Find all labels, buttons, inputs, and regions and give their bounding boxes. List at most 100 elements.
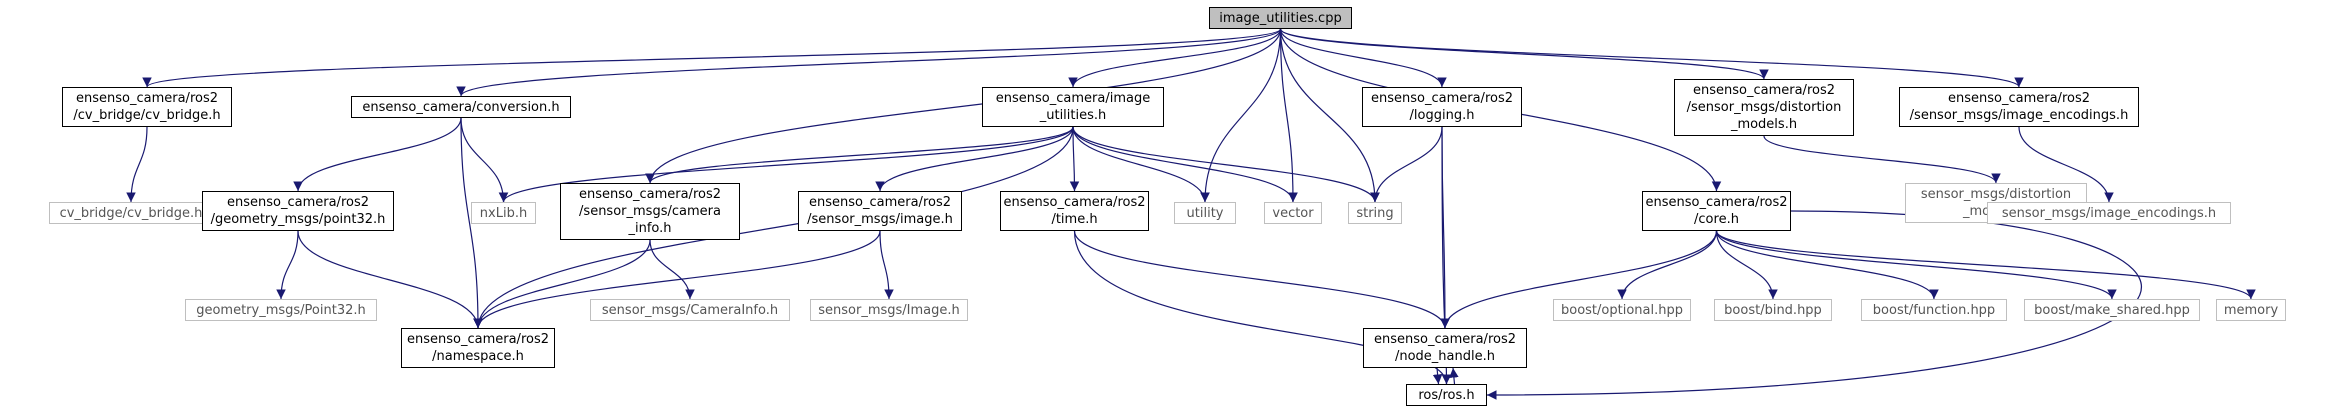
node-label-line: ensenso_camera/ros2 [809,195,951,210]
node-label-line: _info.h [628,221,672,236]
edge-image-utilities-cpp-to-cv-bridge-h [142,28,1282,88]
edge-image-utilities-h-to-vector [1072,126,1298,203]
node-label-line: ensenso_camera/ros2 [579,187,721,202]
node-label-line: geometry_msgs/Point32.h [196,302,366,318]
edge-core-h-to-boost-function [1715,230,1939,300]
edge-image-utilities-h-to-camera-info-h [645,126,1074,184]
node-label-line: boost/optional.hpp [1561,302,1683,318]
node-core-h[interactable]: ensenso_camera/ros2/core.h [1642,191,1791,231]
node-ext-image: sensor_msgs/Image.h [810,299,968,321]
node-label-line: /logging.h [1409,108,1475,123]
node-label-line: ensenso_camera/ros2 [407,332,549,347]
edge-image-utilities-cpp-to-camera-info-h [645,28,1282,184]
node-label-line: _models.h [1730,117,1798,132]
node-image-utilities-cpp[interactable]: image_utilities.cpp [1209,7,1352,29]
edge-image-utilities-cpp-to-conversion-h [456,28,1282,97]
edge-core-h-to-node-handle-h [1440,230,1718,329]
node-label-line: ensenso_camera/ros2 [1371,91,1513,106]
node-label-line: /sensor_msgs/camera [579,204,721,219]
node-label-line: ensenso_camera/conversion.h [362,99,560,115]
edge-image-utilities-h-to-time-h [1069,126,1080,192]
node-label-line: /sensor_msgs/distortion [1686,100,1842,115]
edge-image-utilities-cpp-to-string [1279,28,1380,203]
node-label-line: boost/bind.hpp [1724,302,1822,318]
node-cv-bridge-h[interactable]: ensenso_camera/ros2/cv_bridge/cv_bridge.… [62,87,232,127]
node-label-line: /node_handle.h [1394,349,1495,364]
node-time-h[interactable]: ensenso_camera/ros2/time.h [1000,191,1149,231]
node-point32-h[interactable]: ensenso_camera/ros2/geometry_msgs/point3… [202,191,394,231]
node-label-line: utility [1186,205,1224,221]
node-memory: memory [2216,299,2286,321]
node-label-line: boost/function.hpp [1872,302,1996,318]
node-logging-h[interactable]: ensenso_camera/ros2/logging.h [1362,87,1522,127]
edge-core-h-to-boost-make-shared [1715,230,2117,300]
node-string: string [1348,202,1402,224]
edge-conversion-h-to-namespace-h [460,117,483,329]
node-label-line: sensor_msgs/CameraInfo.h [601,302,779,318]
node-image-encodings-h[interactable]: ensenso_camera/ros2/sensor_msgs/image_en… [1899,87,2139,127]
node-boost-make-shared: boost/make_shared.hpp [2024,299,2200,321]
node-ext-image-encodings: sensor_msgs/image_encodings.h [1987,202,2231,224]
edge-point32-h-to-namespace-h [297,230,483,329]
edge-image-h-to-namespace-h [473,230,881,329]
edge-image-h-to-ext-image [879,230,894,300]
node-label-line: /sensor_msgs/image_encodings.h [1909,108,2129,123]
node-label-line: /time.h [1051,212,1098,227]
node-label-line: _utilities.h [1039,108,1107,123]
edge-image-utilities-h-to-image-h [875,126,1074,192]
edge-image-utilities-cpp-to-image-utilities-h [1068,28,1282,88]
node-utility: utility [1174,202,1236,224]
node-node-handle-h[interactable]: ensenso_camera/ros2/node_handle.h [1363,328,1527,368]
node-label-line: ros/ros.h [1418,387,1475,403]
node-label-line: sensor_msgs/distortion [1920,187,2072,202]
edge-core-h-to-boost-optional [1617,230,1718,300]
edge-image-utilities-h-to-string [1072,126,1380,203]
node-label-line: sensor_msgs/image_encodings.h [2001,205,2217,221]
edge-image-encodings-h-to-ext-image-encodings [2018,126,2114,203]
edge-camera-info-h-to-ext-camera-info [649,239,695,300]
node-boost-bind: boost/bind.hpp [1714,299,1832,321]
node-ext-cv-bridge: cv_bridge/cv_bridge.h [49,202,213,224]
node-label-line: ensenso_camera/ros2 [1693,83,1835,98]
edge-image-utilities-h-to-nxlib-h [498,126,1074,203]
edge-image-utilities-cpp-to-image-encodings-h [1279,28,2024,88]
node-image-h[interactable]: ensenso_camera/ros2/sensor_msgs/image.h [798,191,962,231]
node-label-line: ensenso_camera/ros2 [1003,195,1146,210]
node-ext-camera-info: sensor_msgs/CameraInfo.h [590,299,790,321]
edge-node-handle-h-to-ros-h [1432,367,1443,385]
edge-ros-h-to-node-handle-h [1449,367,1459,385]
node-label-line: /core.h [1694,212,1739,227]
node-distortion-models-h[interactable]: ensenso_camera/ros2/sensor_msgs/distorti… [1674,79,1854,136]
node-boost-optional: boost/optional.hpp [1553,299,1691,321]
node-namespace-h[interactable]: ensenso_camera/ros2/namespace.h [401,328,555,368]
edge-point32-h-to-ext-point32 [276,230,299,300]
edge-distortion-models-h-to-ext-distortion-models [1763,135,2001,184]
node-conversion-h[interactable]: ensenso_camera/conversion.h [351,96,571,118]
node-label-line: /namespace.h [432,349,524,364]
node-label-line: sensor_msgs/Image.h [818,302,960,318]
node-label-line: boost/make_shared.hpp [2034,302,2190,318]
node-label-line: /cv_bridge/cv_bridge.h [73,108,221,123]
node-camera-info-h[interactable]: ensenso_camera/ros2/sensor_msgs/camera _i… [560,183,740,240]
node-label-line: ensenso_camera/image [995,91,1151,106]
edge-core-h-to-boost-bind [1715,230,1778,300]
edge-image-utilities-cpp-to-utility [1200,28,1282,203]
edge-time-h-to-node-handle-h [1073,230,1450,329]
node-label-line: /sensor_msgs/image.h [807,212,953,227]
edge-camera-info-h-to-namespace-h [473,239,651,329]
node-label-line: ensenso_camera/ros2 [227,195,369,210]
edge-core-h-to-memory [1715,230,2256,300]
node-label-line: cv_bridge/cv_bridge.h [59,205,203,221]
edge-conversion-h-to-point32-h [293,117,462,192]
node-label-line: ensenso_camera/ros2 [1374,332,1516,347]
node-label-line: vector [1272,205,1314,221]
node-label-line: nxLib.h [479,205,528,221]
node-vector: vector [1264,202,1322,224]
node-label-line: ensenso_camera/ros2 [1645,195,1788,210]
node-label-line: /geometry_msgs/point32.h [210,212,386,227]
node-image-utilities-h[interactable]: ensenso_camera/image _utilities.h [982,87,1164,127]
edge-image-utilities-cpp-to-distortion-models-h [1279,28,1769,80]
node-ros-h[interactable]: ros/ros.h [1406,384,1487,406]
